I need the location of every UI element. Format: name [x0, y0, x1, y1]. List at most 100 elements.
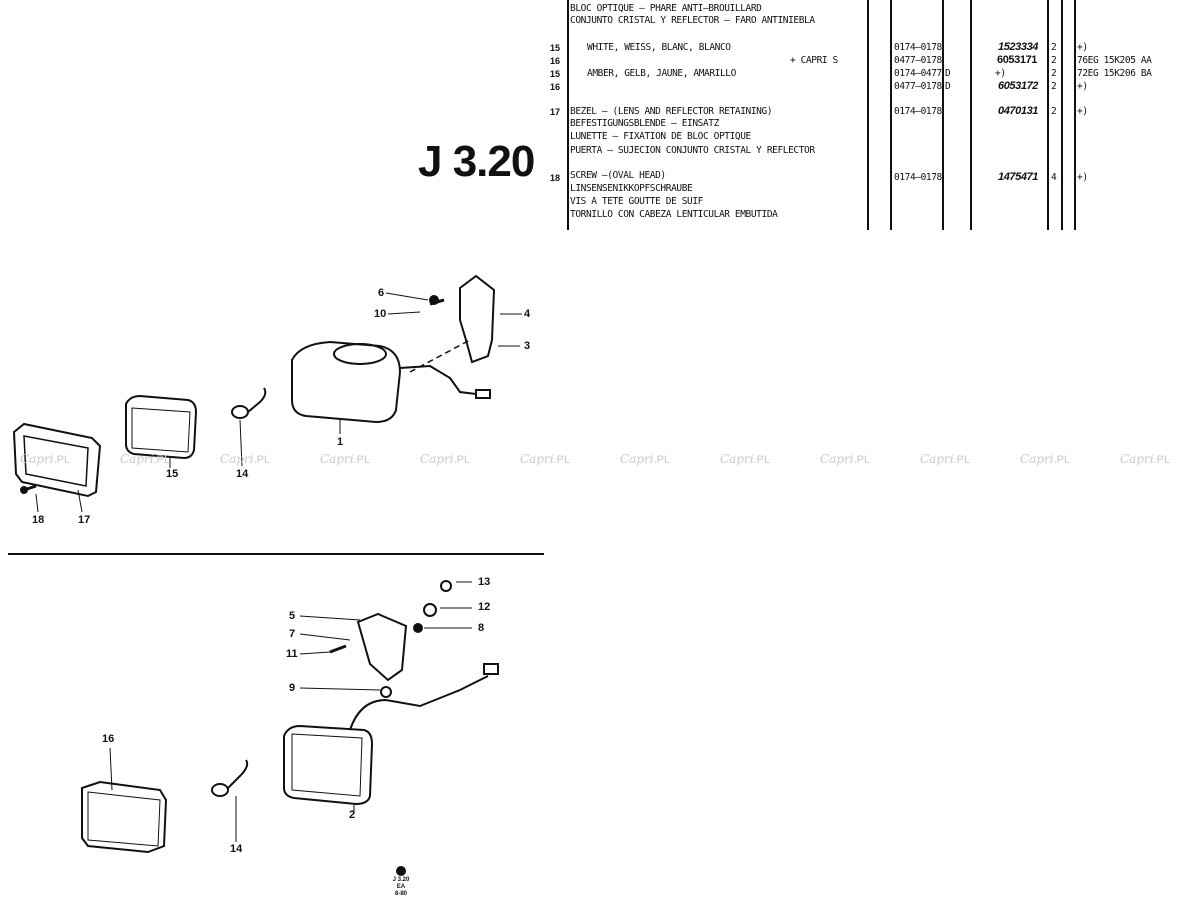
- leader-lines: [35, 292, 522, 513]
- bezel-opening: [23, 435, 89, 487]
- row-qty: 2: [1051, 81, 1057, 92]
- lens-bottom: [81, 780, 168, 854]
- lamp-back-dome: [333, 343, 387, 365]
- watermark: Capri.PL: [820, 452, 871, 466]
- cable-connector-bottom: [483, 663, 499, 675]
- lens-bottom-face: [87, 791, 161, 847]
- watermark: Capri.PL: [20, 452, 71, 466]
- cable-connector: [475, 389, 491, 399]
- row-dates: 0174–0178: [894, 172, 942, 183]
- lamp-body: [291, 340, 402, 424]
- watermark: Capri.PL: [1120, 452, 1171, 466]
- row-dates: 0174–0178: [894, 42, 942, 53]
- row-remark: 72EG 15K206 BA: [1077, 68, 1152, 79]
- callout-label: 13: [478, 576, 491, 588]
- watermark: Capri.PL: [620, 452, 671, 466]
- leader-lines-bottom: [109, 581, 472, 842]
- bulb-bottom: [211, 783, 229, 797]
- callout-label: 16: [102, 733, 115, 745]
- lamp-body-bottom: [283, 724, 374, 806]
- callout-label: 11: [286, 648, 298, 660]
- callout-label: 2: [349, 809, 356, 821]
- lamp-cable: [399, 364, 477, 395]
- callout-label: 5: [289, 610, 296, 622]
- watermark: Capri.PL: [320, 452, 371, 466]
- callout-label: 14: [230, 843, 243, 855]
- bracket-part: [459, 274, 496, 364]
- callout-label: 15: [166, 468, 179, 480]
- washer-bottom: [380, 686, 392, 698]
- table-rule: [942, 0, 944, 230]
- screw-desc-line: VIS A TETE GOUTTE DE SUIF: [570, 196, 703, 207]
- watermark: Capri.PL: [420, 452, 471, 466]
- screw-head: [20, 486, 28, 494]
- nut-part: [429, 295, 439, 305]
- table-rule: [867, 0, 869, 230]
- row-part-number: +): [995, 68, 1006, 79]
- lamp-face-bottom: [291, 733, 363, 797]
- assembly-line: [409, 339, 471, 373]
- bezel-desc-line: LUNETTE – FIXATION DE BLOC OPTIQUE: [570, 131, 751, 142]
- parts-table: BLOC OPTIQUE – PHARE ANTI–BROUILLARD CON…: [540, 0, 1200, 232]
- ref-number: 15: [549, 43, 560, 53]
- group-desc-line: CONJUNTO CRISTAL Y REFLECTOR – FARO ANTI…: [570, 15, 815, 26]
- row-dates: 0477–0178: [894, 55, 942, 66]
- table-rule: [1047, 0, 1049, 230]
- table-rule: [567, 0, 569, 230]
- row-dates: 0477–0178: [894, 81, 942, 92]
- ref-number: 18: [549, 173, 560, 183]
- table-rule: [970, 0, 972, 230]
- row-dates: 0174–0178: [894, 106, 942, 117]
- watermark: Capri.PL: [920, 452, 971, 466]
- callout-label: 1: [337, 436, 344, 448]
- lens-face: [131, 407, 191, 453]
- bezel-desc-line: BEZEL – (LENS AND REFLECTOR RETAINING): [570, 106, 773, 117]
- ref-number: 15: [549, 69, 560, 79]
- callout-label: 4: [524, 308, 531, 320]
- row-remark: +): [1077, 172, 1088, 183]
- row-qty: 2: [1051, 55, 1057, 66]
- bolt-bottom: [329, 644, 347, 654]
- footer-code: J 3.20 EA: [392, 877, 410, 890]
- callout-label: 9: [289, 682, 296, 694]
- row-code: D: [945, 81, 951, 92]
- row-desc: AMBER, GELB, JAUNE, AMARILLO: [587, 68, 736, 79]
- lens-part: [125, 394, 198, 460]
- bezel-desc-line: PUERTA – SUJECION CONJUNTO CRISTAL Y REF…: [570, 145, 815, 156]
- row-part-number: 0470131: [998, 105, 1039, 117]
- lamp-cable-bottom: [349, 675, 489, 731]
- ref-number: 17: [549, 107, 560, 117]
- callout-label: 7: [289, 628, 296, 640]
- callout-label: 6: [378, 287, 385, 299]
- row-part-number: 1475471: [998, 171, 1039, 183]
- bulb-part: [231, 405, 249, 419]
- row-note: + CAPRI S: [790, 55, 838, 66]
- row-remark: +): [1077, 106, 1088, 117]
- row-dates: 0174–0477: [894, 68, 942, 79]
- row-remark: 76EG 15K205 AA: [1077, 55, 1152, 66]
- ref-number: 16: [549, 56, 560, 66]
- row-qty: 4: [1051, 172, 1057, 183]
- table-rule: [1061, 0, 1063, 230]
- row-remark: +): [1077, 42, 1088, 53]
- section-divider: [8, 553, 544, 555]
- callout-label: 10: [374, 308, 387, 320]
- bezel-desc-line: BEFESTIGUNGSBLENDE – EINSATZ: [570, 118, 719, 129]
- footer-mark: J 3.20 EA 8-80: [390, 866, 412, 898]
- watermark: Capri.PL: [520, 452, 571, 466]
- callout-label: 14: [236, 468, 249, 480]
- row-part-number: 1523334: [998, 41, 1039, 53]
- footer-dot: [396, 866, 406, 876]
- footer-date: 8-80: [394, 891, 407, 897]
- page-code: J 3.20: [418, 137, 535, 186]
- watermark: Capri.PL: [720, 452, 771, 466]
- bracket-bottom: [356, 612, 408, 682]
- callout-label: 18: [32, 514, 45, 526]
- bolt-13: [440, 580, 452, 592]
- row-qty: 2: [1051, 68, 1057, 79]
- row-code: D: [945, 68, 951, 79]
- row-part-number: 6053171: [997, 54, 1038, 66]
- table-rule: [890, 0, 892, 230]
- screw-desc-line: LINSENSENIKKOPFSCHRAUBE: [570, 183, 693, 194]
- watermark: Capri.PL: [120, 452, 171, 466]
